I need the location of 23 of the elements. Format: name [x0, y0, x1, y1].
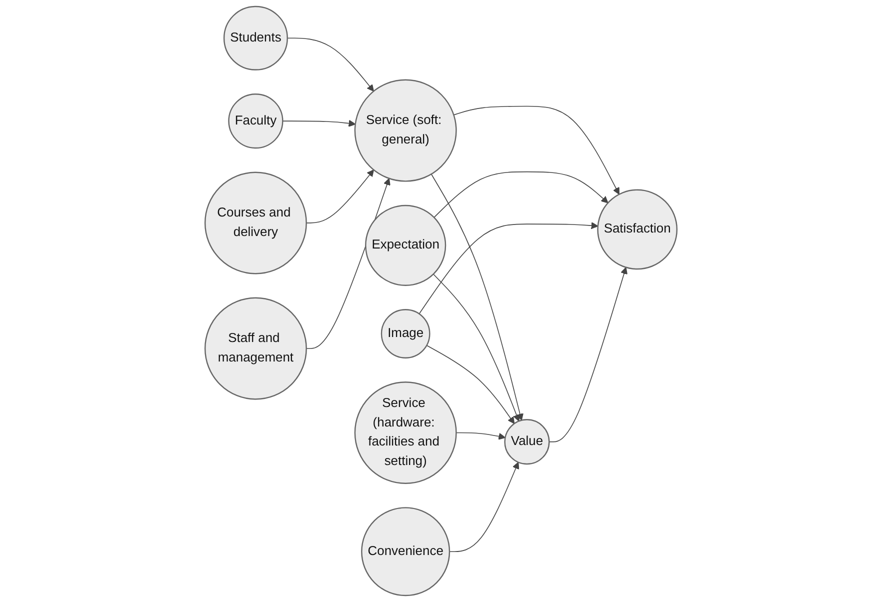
arrow [548, 267, 628, 442]
arrow [456, 432, 506, 440]
arrow [282, 120, 356, 127]
arrow [306, 170, 374, 224]
arrow [453, 106, 620, 195]
node-circle: Satisfaction [597, 189, 678, 270]
node-circle: Expectation [365, 204, 446, 286]
node-circle: Service (soft: general) [354, 79, 457, 182]
node-circle: Service (hardware: facilities and setting) [354, 382, 457, 484]
node-circle: Faculty [228, 93, 284, 149]
node-circle: Students [223, 6, 288, 70]
arrow [434, 171, 608, 218]
arrow [286, 38, 374, 92]
arrow [426, 345, 515, 424]
arrow [418, 222, 598, 314]
node-circle: Image [380, 309, 430, 358]
arrow [432, 274, 520, 422]
node-circle: Staff and management [204, 297, 307, 400]
node-circle: Courses and delivery [204, 172, 307, 274]
node-circle: Value [504, 419, 550, 465]
node-circle: Convenience [361, 507, 450, 596]
arrow [449, 462, 520, 552]
arrow [430, 174, 524, 421]
